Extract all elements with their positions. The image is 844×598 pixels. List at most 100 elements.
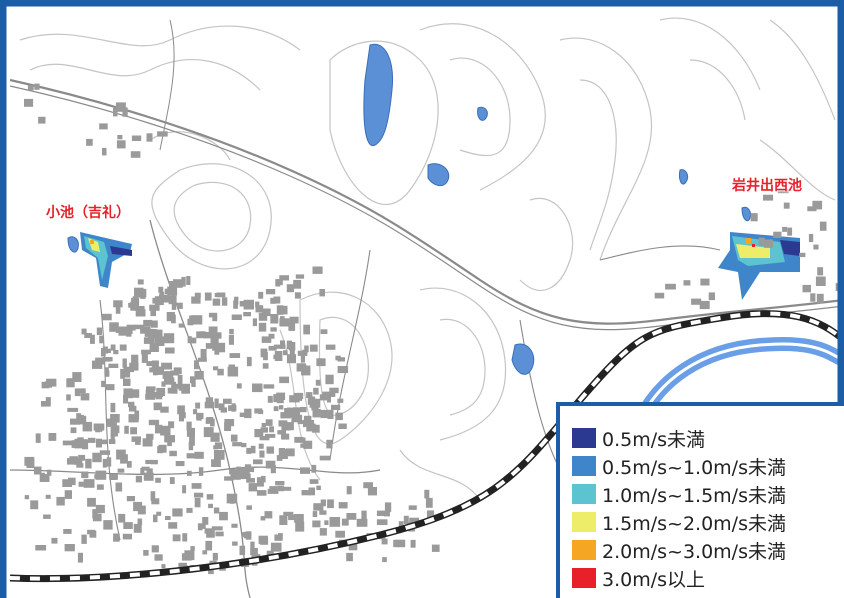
building	[204, 401, 215, 409]
building	[229, 353, 241, 358]
building	[316, 358, 326, 367]
building	[194, 492, 204, 498]
building	[165, 516, 171, 520]
building	[384, 502, 392, 512]
building	[177, 405, 185, 415]
building	[258, 312, 268, 321]
building	[70, 427, 77, 434]
building	[122, 358, 127, 368]
building	[117, 135, 123, 140]
building	[291, 414, 303, 423]
building	[123, 394, 129, 404]
building	[261, 308, 271, 317]
legend-item-1-0-1-5: 1.0m/s~1.5m/s未満	[572, 480, 844, 508]
building	[286, 354, 296, 364]
legend-swatch	[572, 540, 596, 560]
building	[101, 313, 112, 321]
building	[168, 421, 175, 429]
building	[80, 393, 90, 401]
building	[194, 451, 204, 459]
building	[255, 301, 260, 308]
building	[289, 395, 300, 403]
building	[783, 202, 790, 209]
building	[62, 479, 72, 487]
building	[819, 221, 827, 231]
building	[273, 296, 281, 304]
building	[799, 252, 806, 258]
building	[206, 530, 215, 538]
building	[295, 274, 305, 279]
building	[320, 409, 331, 419]
building	[94, 474, 104, 479]
building	[284, 422, 294, 431]
building	[750, 213, 758, 222]
building	[286, 340, 292, 350]
building	[204, 292, 212, 301]
building	[227, 366, 239, 377]
building	[115, 482, 123, 492]
building	[153, 402, 162, 411]
building	[153, 370, 158, 376]
building	[146, 386, 156, 391]
building	[275, 481, 285, 486]
building	[115, 306, 121, 314]
building	[201, 524, 206, 529]
building	[126, 324, 136, 331]
building	[133, 501, 143, 512]
building	[319, 455, 331, 461]
building	[337, 398, 344, 403]
building	[331, 404, 341, 410]
building	[205, 343, 217, 349]
building	[288, 514, 299, 521]
building	[306, 392, 313, 399]
building	[182, 485, 187, 494]
building	[149, 304, 160, 311]
building	[274, 351, 283, 361]
building	[294, 292, 301, 299]
building	[122, 107, 128, 117]
building	[293, 279, 302, 289]
building	[338, 502, 348, 509]
building	[96, 327, 102, 336]
building	[85, 458, 92, 469]
building	[250, 445, 256, 454]
building	[266, 446, 274, 454]
building	[268, 333, 275, 339]
building	[178, 413, 184, 422]
building	[63, 529, 72, 534]
building	[150, 491, 156, 501]
building	[813, 244, 819, 250]
building	[230, 434, 238, 442]
velocity-legend: 0.5m/s未満 0.5m/s~1.0m/s未満 1.0m/s~1.5m/s未満…	[556, 402, 844, 598]
building	[782, 226, 788, 232]
building	[113, 300, 123, 308]
building	[143, 337, 155, 344]
building	[248, 483, 258, 492]
building	[240, 467, 250, 477]
building	[124, 425, 129, 434]
building	[256, 477, 264, 487]
building	[264, 511, 273, 519]
building	[255, 305, 264, 313]
building	[213, 366, 219, 371]
building	[181, 276, 186, 287]
building	[145, 459, 152, 465]
building	[210, 338, 219, 346]
building	[160, 425, 171, 436]
building	[148, 419, 160, 426]
building	[195, 402, 201, 409]
building	[346, 486, 352, 495]
building	[269, 426, 274, 433]
building	[186, 427, 195, 437]
building	[103, 520, 113, 530]
building	[155, 424, 163, 434]
building	[224, 476, 234, 481]
building	[376, 510, 388, 516]
building	[276, 455, 283, 461]
building	[286, 284, 294, 293]
building	[35, 545, 47, 551]
building	[316, 485, 321, 490]
